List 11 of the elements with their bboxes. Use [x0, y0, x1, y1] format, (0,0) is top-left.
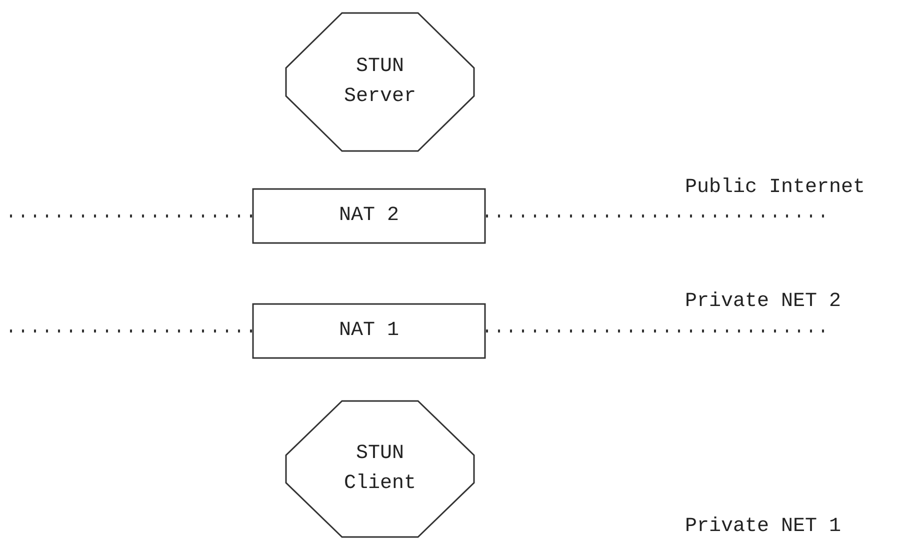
network-label: Public Internet — [685, 176, 866, 199]
node-label: STUN Server — [342, 54, 417, 110]
node-label: NAT 2 — [338, 203, 400, 229]
nat-box — [252, 303, 486, 359]
nat-box — [252, 188, 486, 244]
client-hexagon — [285, 400, 475, 538]
node-label: STUN Client — [342, 441, 417, 497]
node-label: NAT 1 — [338, 318, 400, 344]
network-label: Private NET 2 — [685, 290, 842, 313]
server-hexagon — [285, 12, 475, 152]
network-label: Private NET 1 — [685, 515, 842, 538]
